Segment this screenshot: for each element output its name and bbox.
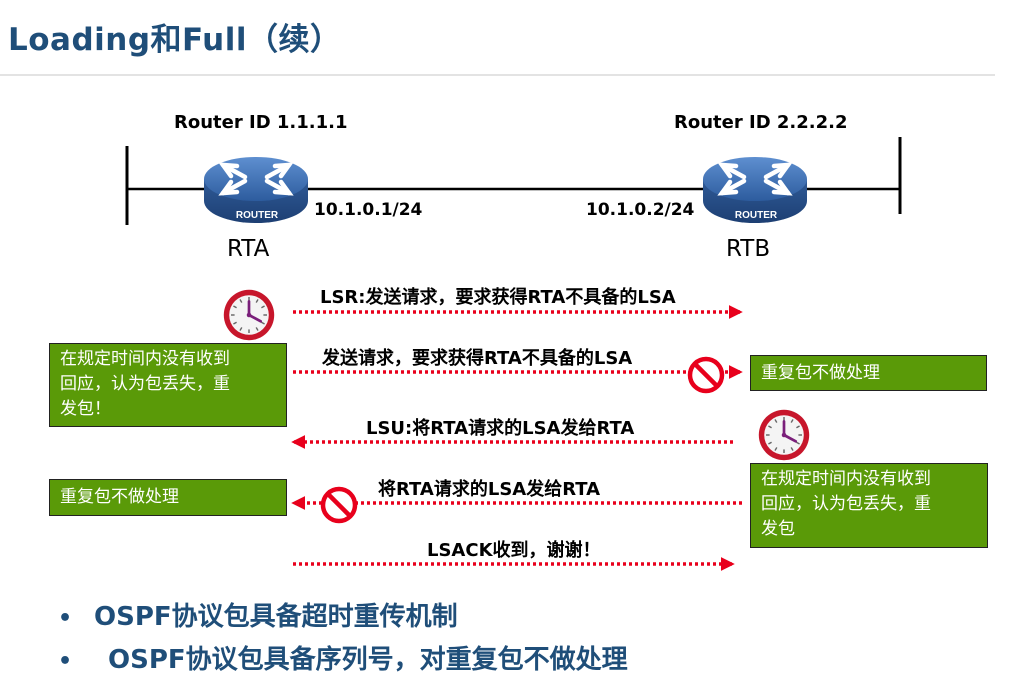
bullet-text: OSPF协议包具备序列号，对重复包不做处理 [108,645,628,675]
message-lsack: LSACK收到，谢谢！ [427,540,601,561]
router-badge: ROUTER [236,210,279,221]
bullet-marker: • [58,606,73,631]
bullet-text: OSPF协议包具备超时重传机制 [94,602,458,632]
no-entry-icon [690,359,722,391]
note-duplicate-rta: 重复包不做处理 [49,479,287,516]
note-line: 重复包不做处理 [60,487,179,507]
note-timeout-rta: 在规定时间内没有收到 回应，认为包丢失，重 发包！ [49,343,287,427]
title-divider [0,74,995,76]
bullet-marker: • [58,649,73,674]
router-id-rtb: Router ID 2.2.2.2 [674,112,848,133]
note-line: 回应，认为包丢失，重 [761,494,931,514]
message-lsu: LSU:将RTA请求的LSA发给RTA [366,418,635,439]
note-line: 在规定时间内没有收到 [60,349,230,369]
router-name-rta: RTA [227,236,270,262]
note-line: 回应，认为包丢失，重 [60,374,230,394]
clock-icon [757,408,811,462]
message-lsu-retransmit: 将RTA请求的LSA发给RTA [378,479,601,500]
note-timeout-rtb: 在规定时间内没有收到 回应，认为包丢失，重 发包 [750,463,988,548]
bullet-item: • OSPF协议包具备超时重传机制 [58,596,458,633]
router-badge: ROUTER [735,210,778,221]
bullet-item: • OSPF协议包具备序列号，对重复包不做处理 [58,639,628,676]
message-lsr-retransmit: 发送请求，要求获得RTA不具备的LSA [322,348,633,369]
ip-rta: 10.1.0.1/24 [314,200,423,220]
router-id-rta: Router ID 1.1.1.1 [174,112,348,133]
router-name-rtb: RTB [726,236,771,262]
clock-icon [222,288,276,342]
ip-rtb: 10.1.0.2/24 [586,200,695,220]
note-line: 发包！ [60,399,111,419]
note-duplicate-rtb: 重复包不做处理 [750,355,987,391]
page-title: Loading和Full（续） [8,22,342,58]
no-entry-icon [323,489,355,521]
note-line: 重复包不做处理 [761,363,880,383]
note-line: 发包 [761,519,795,539]
message-lsr: LSR:发送请求，要求获得RTA不具备的LSA [320,287,676,308]
note-line: 在规定时间内没有收到 [761,469,931,489]
